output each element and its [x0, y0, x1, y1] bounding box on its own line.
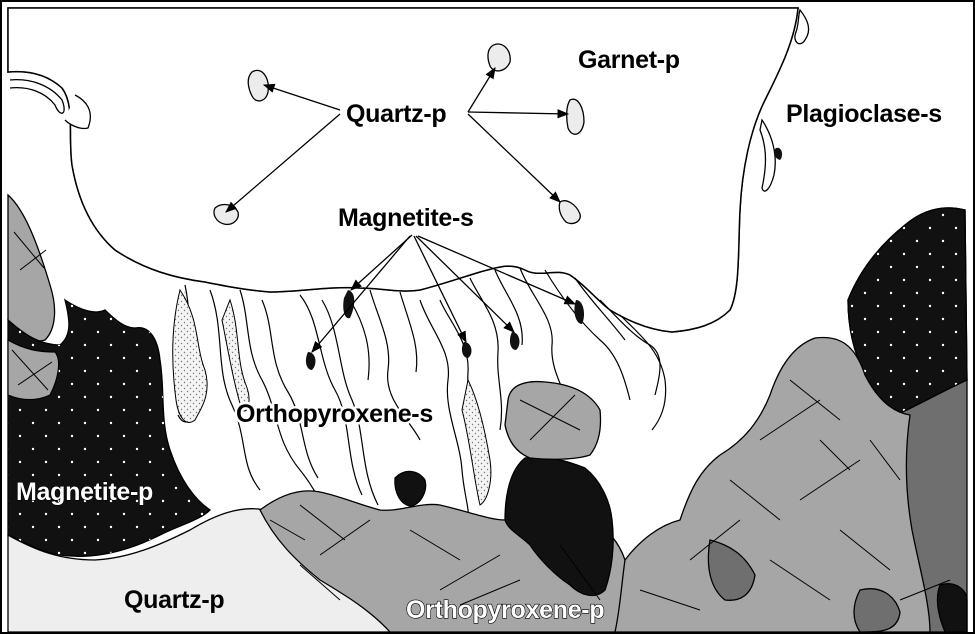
label-quartz-p-bottom: Quartz-p	[124, 586, 224, 614]
label-garnet-p: Garnet-p	[578, 46, 680, 74]
label-magnetite-p: Magnetite-p	[16, 478, 153, 506]
label-orthopyroxene-p: Orthopyroxene-p	[406, 596, 604, 624]
label-orthopyroxene-s: Orthopyroxene-s	[236, 400, 433, 428]
label-plagioclase-s: Plagioclase-s	[786, 100, 942, 128]
label-quartz-p-top: Quartz-p	[346, 100, 446, 128]
label-magnetite-s: Magnetite-s	[338, 204, 474, 232]
